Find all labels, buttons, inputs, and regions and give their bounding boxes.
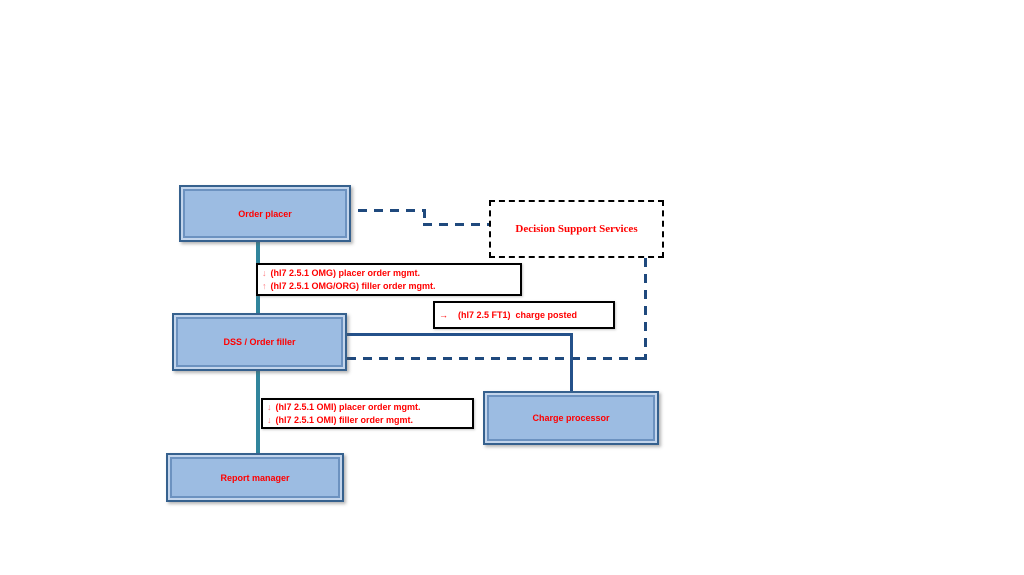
annotation-omi-messages: ↓ (hl7 2.5.1 OMI) placer order mgmt. ↓ (… <box>261 398 474 429</box>
annotation-ft1-line1-text: (hl7 2.5 FT1) charge posted <box>458 309 578 320</box>
annotation-ft1-charge-posted: → (hl7 2.5 FT1) charge posted <box>433 301 615 329</box>
dashed-connector-placer-dss-segment2 <box>423 209 426 226</box>
node-report-manager: Report manager <box>166 453 344 502</box>
dashed-connector-placer-dss-segment1 <box>358 209 426 212</box>
node-charge-processor: Charge processor <box>483 391 659 445</box>
annotation-omi-line2: ↓ (hl7 2.5.1 OMI) filler order mgmt. <box>267 414 468 427</box>
solid-connector-filler-charge-vertical <box>570 333 573 392</box>
annotation-omg-line1-text: (hl7 2.5.1 OMG) placer order mgmt. <box>270 267 421 278</box>
node-order-placer: Order placer <box>179 185 351 242</box>
annotation-omg-messages: ↓ (hl7 2.5.1 OMG) placer order mgmt. ↑ (… <box>256 263 522 296</box>
arrow-down-icon: ↓ <box>267 401 272 412</box>
dashed-connector-placer-dss-segment3 <box>423 223 489 226</box>
solid-connector-filler-charge-horizontal <box>347 333 573 336</box>
node-report-manager-label: Report manager <box>220 472 290 483</box>
node-decision-support-services-label: Decision Support Services <box>515 223 638 235</box>
annotation-omi-line2-text: (hl7 2.5.1 OMI) filler order mgmt. <box>275 414 414 425</box>
annotation-omi-line1-text: (hl7 2.5.1 OMI) placer order mgmt. <box>275 401 421 412</box>
arrow-up-icon: ↑ <box>262 280 267 291</box>
node-decision-support-services: Decision Support Services <box>489 200 664 258</box>
node-dss-order-filler-label: DSS / Order filler <box>223 337 296 347</box>
arrow-right-icon: → <box>439 309 448 320</box>
node-order-placer-label: Order placer <box>238 208 292 219</box>
annotation-omg-line2: ↑ (hl7 2.5.1 OMG/ORG) filler order mgmt. <box>262 280 516 293</box>
dashed-connector-filler-dss-horizontal <box>347 357 647 360</box>
annotation-omg-line1: ↓ (hl7 2.5.1 OMG) placer order mgmt. <box>262 267 516 280</box>
annotation-ft1-line1: → (hl7 2.5 FT1) charge posted <box>439 309 609 322</box>
annotation-omi-line1: ↓ (hl7 2.5.1 OMI) placer order mgmt. <box>267 401 468 414</box>
arrow-down-icon: ↓ <box>262 267 267 278</box>
node-charge-processor-label: Charge processor <box>532 413 610 423</box>
arrow-down-icon: ↓ <box>267 414 272 425</box>
dashed-connector-filler-dss-vertical <box>644 258 647 360</box>
annotation-omg-line2-text: (hl7 2.5.1 OMG/ORG) filler order mgmt. <box>270 280 436 291</box>
node-dss-order-filler: DSS / Order filler <box>172 313 347 371</box>
